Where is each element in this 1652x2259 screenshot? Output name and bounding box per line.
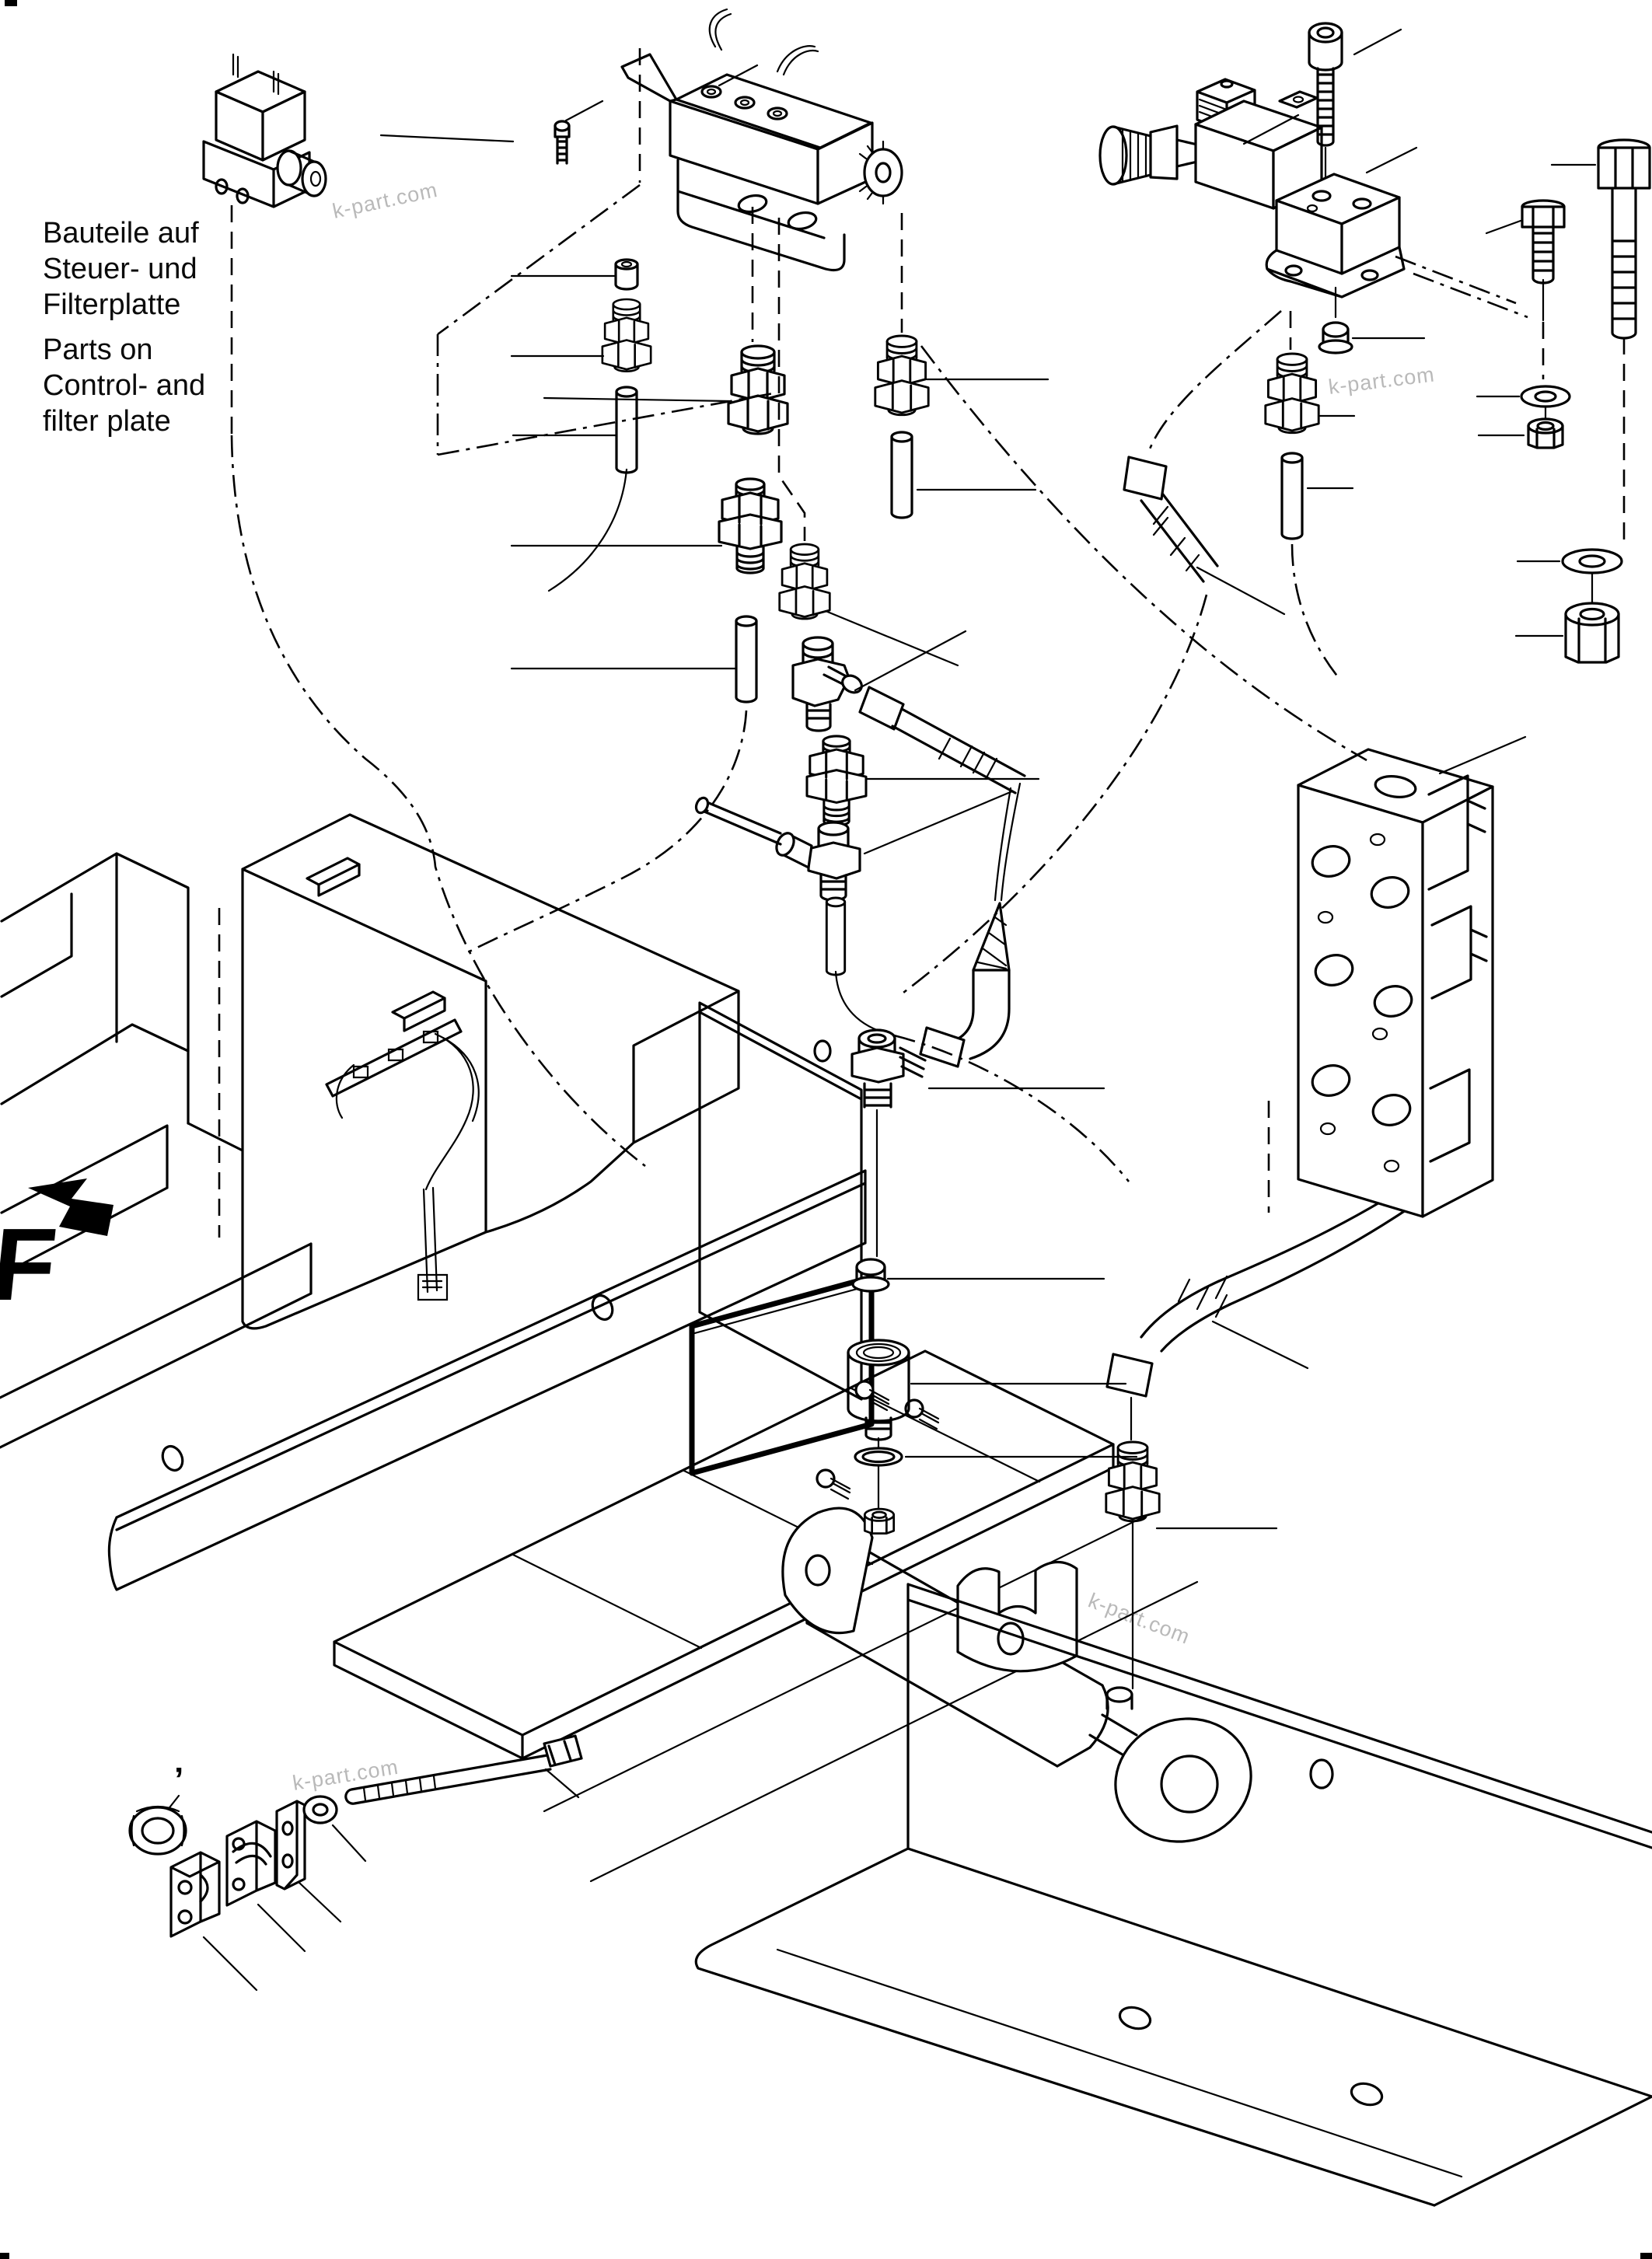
filter-housing	[847, 1339, 910, 1449]
pressure-switch	[202, 53, 327, 208]
fitting-right	[874, 334, 930, 417]
block-ports	[1311, 833, 1413, 1173]
title-english-line1: Parts on	[43, 333, 153, 366]
union-center	[718, 477, 783, 574]
plate-screw	[816, 1380, 940, 1500]
connector-plug	[276, 149, 327, 197]
braided-hose-mid	[1123, 456, 1219, 583]
tee-fitting-upper	[791, 636, 863, 732]
o-ring	[854, 1447, 903, 1513]
machine-frame	[0, 813, 740, 1330]
solenoid-coil	[858, 140, 903, 205]
title-english-line3: filter plate	[43, 405, 171, 438]
routing-lines	[230, 48, 1545, 1213]
hex-nut-large	[1564, 602, 1620, 664]
fitting-center-2	[778, 543, 831, 620]
hex-bolt-small	[1521, 199, 1566, 322]
relief-valve-block	[1265, 173, 1406, 299]
title-german-line3: Filterplatte	[43, 288, 180, 321]
watermark-1: k-part.com	[330, 178, 440, 223]
title-german-line2: Steuer- und	[43, 253, 197, 285]
port-nut	[863, 1507, 896, 1535]
fitting-under-relief	[1264, 352, 1320, 435]
hex-nut-small	[1527, 417, 1564, 449]
hydraulic-cylinder	[781, 1507, 1252, 1843]
leader-lines	[379, 28, 1597, 1530]
small-screw	[554, 120, 571, 165]
washer-small	[1520, 385, 1571, 423]
fitting-left	[601, 298, 652, 372]
manifold-block	[1297, 748, 1494, 1218]
socket-head-screw	[1308, 22, 1343, 147]
clevis	[781, 1507, 874, 1635]
adjust-knob	[1098, 124, 1199, 186]
cover-plate	[275, 1800, 306, 1891]
tube-left	[547, 386, 638, 592]
banjo-fitting	[850, 1028, 927, 1258]
cable-harness	[325, 1018, 480, 1301]
grommet	[128, 1805, 187, 1856]
mount-pad-2	[391, 990, 446, 1032]
tick-mark: ’	[174, 1761, 183, 1799]
holder-plate	[698, 1001, 863, 1401]
sleeve	[614, 258, 639, 291]
pressure-relief-valve	[1098, 78, 1406, 299]
tube-under-relief	[1280, 452, 1304, 540]
clamp-half-right	[225, 1820, 277, 1907]
watermark-2: k-part.com	[1327, 362, 1436, 399]
clamp-bolt	[344, 1734, 583, 1805]
sealing-plug	[1318, 286, 1353, 354]
clamp-washer	[302, 1795, 338, 1824]
watermark-3: k-part.com	[1085, 1589, 1193, 1649]
clamp-cradle	[956, 1560, 1078, 1673]
washer-large	[1561, 548, 1623, 611]
arrow-icon	[28, 1178, 114, 1236]
filter-plate	[689, 1274, 940, 1500]
union-check-valve	[805, 735, 868, 827]
tube-below-tee	[825, 896, 896, 1037]
rod-end-eye	[1114, 1717, 1252, 1843]
suction-strainer	[919, 902, 1011, 1068]
clamp-group: ’	[128, 1734, 583, 1992]
valve-bracket	[676, 159, 846, 272]
tee-fitting-lower	[775, 821, 861, 902]
feed-tube	[694, 796, 782, 846]
fitting-cylinder	[1105, 1440, 1161, 1690]
title-german-line1: Bauteile auf	[43, 217, 199, 250]
title-block: Bauteile auf Steuer- und Filterplatte Pa…	[43, 217, 205, 438]
braided-hose-upper	[858, 686, 1026, 902]
mount-pad	[306, 857, 361, 897]
title-english-line2: Control- and	[43, 369, 205, 402]
view-direction-marker: F	[0, 1178, 114, 1322]
angle-rail	[0, 1169, 867, 1591]
clamp-half-left	[169, 1851, 221, 1938]
block-side-clamp	[1427, 774, 1488, 1163]
tee-side-nut	[775, 832, 813, 869]
plug-screw	[851, 1258, 890, 1339]
hex-bolt-long	[1597, 138, 1651, 544]
watermark-4: k-part.com	[291, 1755, 400, 1795]
angle-bracket	[694, 1583, 1652, 2207]
tube-center	[735, 615, 758, 704]
tube-right	[890, 431, 913, 519]
view-marker-label: F	[0, 1207, 61, 1322]
solenoid-directional-valve	[620, 8, 903, 272]
